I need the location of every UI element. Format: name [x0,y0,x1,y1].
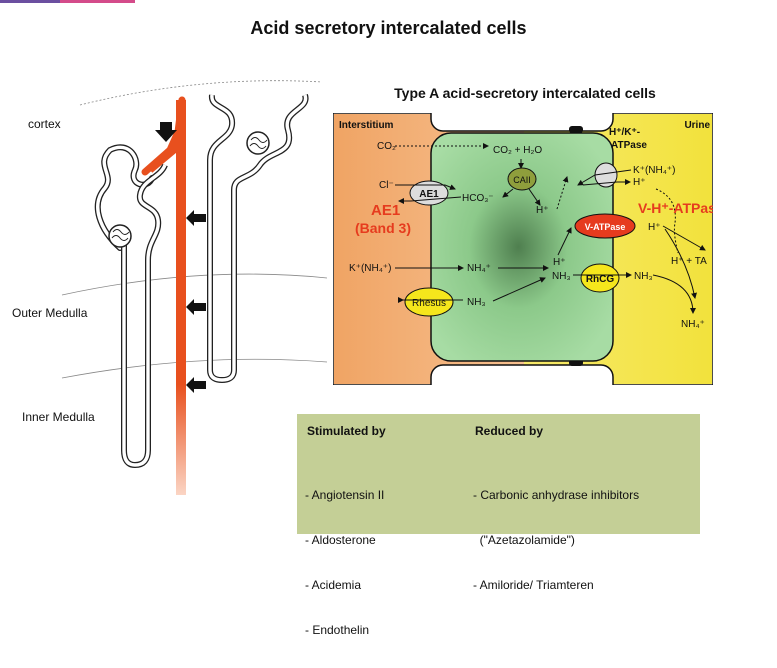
slide-title: Acid secretory intercalated cells [250,18,527,38]
rhcg-label: RhCG [586,274,615,285]
neighbor-cell-top [430,113,614,132]
regulation-box: Stimulated by Reduced by - Angiotensin I… [297,414,700,637]
rhesus-label: Rhesus [412,298,446,309]
collecting-duct [176,100,186,495]
intercalated-cell [430,132,614,362]
hk-atpase-label: H⁺/K⁺- [609,127,640,138]
ae1-band3-title: (Band 3) [355,220,411,236]
stimulated-by-heading: Stimulated by [307,424,386,438]
v-atpase-label: V-ATPase [585,222,626,232]
arrow-down-icon [155,122,177,142]
top-accent-bar [0,0,777,4]
descending-limb [207,94,236,370]
h-nh3-nh3-label: NH₃ [552,271,571,282]
intercalated-cell-diagram: Interstitium Urine H⁺/K⁺- ATPase CO₂ CO₂… [333,113,713,385]
v-atpase-title: V-H⁺-ATPase [638,200,713,216]
h-cyto-label: H⁺ [536,205,549,216]
nephron-diagram [61,80,328,495]
h-urine-label: H⁺ [633,177,646,188]
loop-of-henle [121,163,168,469]
arrow-left-icon [186,210,206,226]
list-item: - Endothelin [305,623,370,637]
arrow-left-icon [186,299,206,315]
tight-junction [569,126,583,133]
hk-atpase-label: ATPase [611,140,647,151]
rhcg-transporter [580,263,620,293]
rhesus-transporter [404,287,454,317]
caii-enzyme [507,167,537,191]
list-item: - Aldosterone [305,533,376,547]
glomerulus-icon [108,224,132,248]
k-nh4-urine-label: K⁺(NH₄⁺) [633,165,675,176]
v-atpase-transporter [574,213,636,239]
h-after-vatpase-label: H⁺ [648,222,661,233]
h-ta-label: H⁺ + TA [671,256,707,267]
neighbor-cell-bottom [430,364,614,385]
nh4-cyto-label: NH₄⁺ [467,263,491,274]
ae1-title: AE1 [371,202,400,219]
co2-label: CO₂ [377,141,396,152]
caii-label: CAII [513,175,531,185]
stimulated-by-list: - Angiotensin II - Aldosterone - Acidemi… [305,458,384,668]
cortex-boundary [79,80,323,106]
h-nh3-h-label: H⁺ [553,257,566,268]
hco3-label: HCO₃⁻ [462,193,494,204]
list-item: - Carbonic anhydrase inhibitors [473,488,640,502]
list-item: - Acidemia [305,578,362,592]
cell-diagram-title: Type A acid-secretory intercalated cells [394,85,656,101]
reduced-by-heading: Reduced by [475,424,544,438]
nh3-urine-label: NH₃ [634,271,653,282]
interstitium-label: Interstitium [339,120,394,131]
accent-segment [60,0,135,3]
arrow-left-icon [186,377,206,393]
cl-label: Cl⁻ [379,180,394,191]
list-item: - Angiotensin II [305,488,385,502]
list-item: - Amiloride/ Triamteren [473,578,594,592]
list-item: ("Azetazolamide") [473,533,575,547]
accent-segment [0,0,60,3]
nh3-basolateral-label: NH₃ [467,297,486,308]
outer-medulla-label: Outer Medulla [12,306,88,320]
glomerulus-icon [246,131,270,155]
nh4-urine-label: NH₄⁺ [681,319,705,330]
medulla-boundary [61,358,328,379]
cortex-label: cortex [28,117,61,131]
cortex-medulla-boundary [61,273,328,296]
k-nh4-interstitium-label: K⁺(NH₄⁺) [349,263,391,274]
co2-h2o-label: CO₂ + H₂O [493,145,542,156]
reduced-by-list: - Carbonic anhydrase inhibitors ("Azetaz… [473,458,639,623]
urine-label: Urine [684,120,710,131]
inner-medulla-label: Inner Medulla [22,410,95,424]
ae1-label: AE1 [419,189,439,200]
